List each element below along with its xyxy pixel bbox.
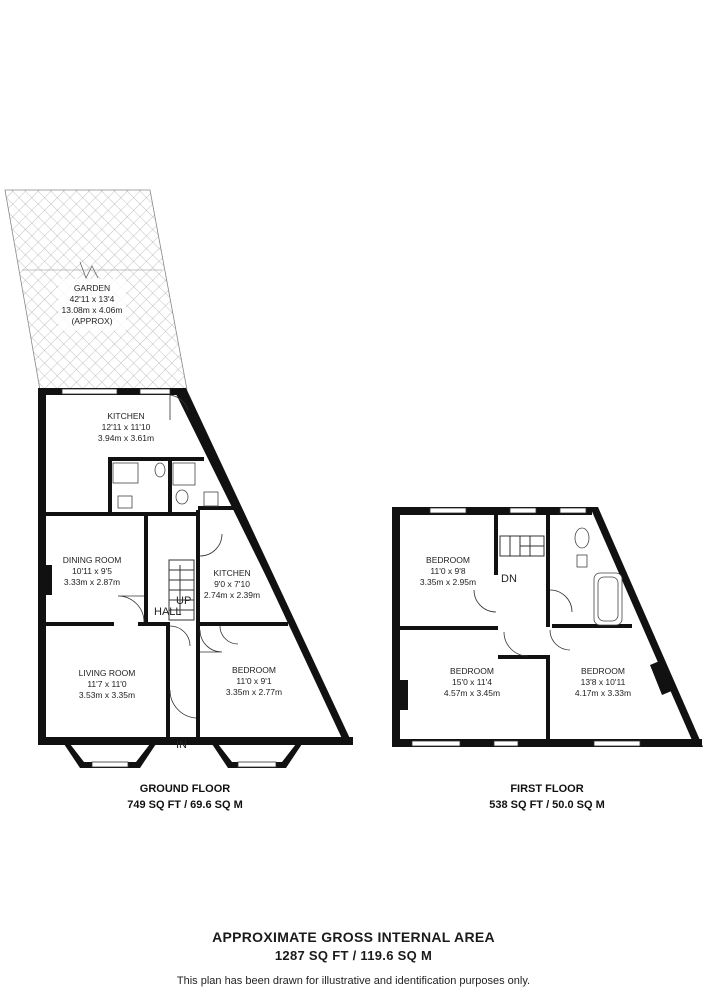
marker-hall: HALL (154, 606, 182, 618)
marker-dn: DN (501, 573, 517, 585)
label-dining-room: DINING ROOM 10'11 x 9'5 3.33m x 2.87m (63, 555, 122, 587)
svg-text:11'0 x 9'8: 11'0 x 9'8 (430, 566, 465, 576)
label-bedroom-first-c: BEDROOM 13'8 x 10'11 4.17m x 3.33m (575, 666, 631, 698)
label-kitchen-small: KITCHEN 9'0 x 7'10 2.74m x 2.39m (204, 568, 260, 600)
bay-window-bedroom (212, 744, 302, 768)
disclaimer-text: This plan has been drawn for illustrativ… (176, 975, 531, 987)
svg-text:4.57m x 3.45m: 4.57m x 3.45m (444, 688, 500, 698)
svg-text:9'0 x 7'10: 9'0 x 7'10 (214, 579, 250, 589)
label-living-room: LIVING ROOM 11'7 x 11'0 3.53m x 3.35m (79, 668, 136, 700)
first-staircase (499, 535, 545, 557)
svg-text:BEDROOM: BEDROOM (450, 666, 494, 676)
svg-text:3.53m x 3.35m: 3.53m x 3.35m (79, 690, 135, 700)
ground-floor-plan (38, 388, 353, 768)
svg-text:11'7 x 11'0: 11'7 x 11'0 (87, 679, 127, 689)
svg-text:BEDROOM: BEDROOM (581, 666, 625, 676)
label-bedroom-ground: BEDROOM 11'0 x 9'1 3.35m x 2.77m (226, 665, 282, 697)
svg-text:10'11 x 9'5: 10'11 x 9'5 (72, 566, 112, 576)
svg-text:2.74m x 2.39m: 2.74m x 2.39m (204, 590, 260, 600)
svg-text:12'11 x 11'10: 12'11 x 11'10 (102, 422, 151, 432)
svg-text:3.33m x 2.87m: 3.33m x 2.87m (64, 577, 120, 587)
ground-staircase (168, 559, 195, 621)
svg-text:BEDROOM: BEDROOM (426, 555, 470, 565)
gross-area-title: APPROXIMATE GROSS INTERNAL AREA (212, 929, 495, 945)
svg-text:11'0 x 9'1: 11'0 x 9'1 (236, 676, 271, 686)
svg-text:DINING ROOM: DINING ROOM (63, 555, 122, 565)
svg-text:KITCHEN: KITCHEN (107, 411, 144, 421)
svg-text:BEDROOM: BEDROOM (232, 665, 276, 675)
svg-text:13.08m x 4.06m: 13.08m x 4.06m (62, 305, 123, 315)
first-floor-plan (392, 507, 703, 747)
gross-area-value: 1287 SQ FT / 119.6 SQ M (274, 948, 433, 963)
svg-text:(APPROX): (APPROX) (71, 316, 112, 326)
marker-up: UP (176, 595, 191, 607)
fence-symbol (79, 261, 99, 279)
bay-window-living (64, 744, 156, 768)
svg-text:4.17m x 3.33m: 4.17m x 3.33m (575, 688, 631, 698)
marker-in: IN (176, 739, 187, 751)
ground-floor-title: GROUND FLOOR (140, 783, 230, 795)
svg-text:3.94m x 3.61m: 3.94m x 3.61m (98, 433, 154, 443)
label-garden: GARDEN 42'11 x 13'4 13.08m x 4.06m (APPR… (62, 283, 123, 326)
label-bedroom-first-b: BEDROOM 15'0 x 11'4 4.57m x 3.45m (444, 666, 500, 698)
svg-text:GARDEN: GARDEN (74, 283, 110, 293)
svg-text:3.35m x 2.77m: 3.35m x 2.77m (226, 687, 282, 697)
svg-text:3.35m x 2.95m: 3.35m x 2.95m (420, 577, 476, 587)
label-bedroom-first-a: BEDROOM 11'0 x 9'8 3.35m x 2.95m (420, 555, 476, 587)
label-kitchen-main: KITCHEN 12'11 x 11'10 3.94m x 3.61m (98, 411, 154, 443)
first-floor-title: FIRST FLOOR (510, 783, 583, 795)
first-floor-area: 538 SQ FT / 50.0 SQ M (489, 799, 605, 811)
svg-text:LIVING ROOM: LIVING ROOM (79, 668, 136, 678)
garden-area (4, 189, 188, 391)
svg-text:13'8 x 10'11: 13'8 x 10'11 (581, 677, 626, 687)
svg-text:15'0 x 11'4: 15'0 x 11'4 (452, 677, 492, 687)
svg-text:KITCHEN: KITCHEN (213, 568, 250, 578)
svg-text:42'11 x 13'4: 42'11 x 13'4 (70, 294, 115, 304)
ground-floor-area: 749 SQ FT / 69.6 SQ M (127, 799, 243, 811)
